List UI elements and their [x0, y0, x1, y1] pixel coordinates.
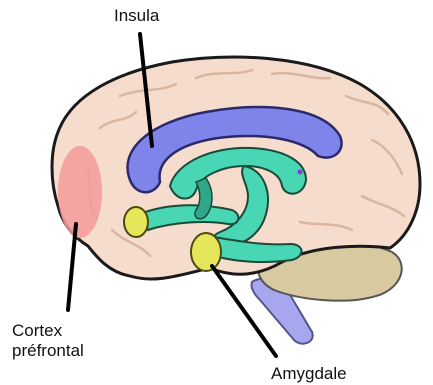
label-amygdale: Amygdale [271, 364, 347, 384]
amygdala-upper [124, 207, 148, 237]
amygdala-lower [191, 233, 221, 271]
label-insula: Insula [114, 6, 159, 26]
leader-line-cortex [68, 224, 76, 310]
prefrontal-cortex [58, 146, 102, 238]
label-cortex-prefrontal: Cortex préfrontal [12, 321, 84, 361]
label-cortex-line2: préfrontal [12, 341, 84, 361]
label-cortex-line1: Cortex [12, 321, 84, 341]
